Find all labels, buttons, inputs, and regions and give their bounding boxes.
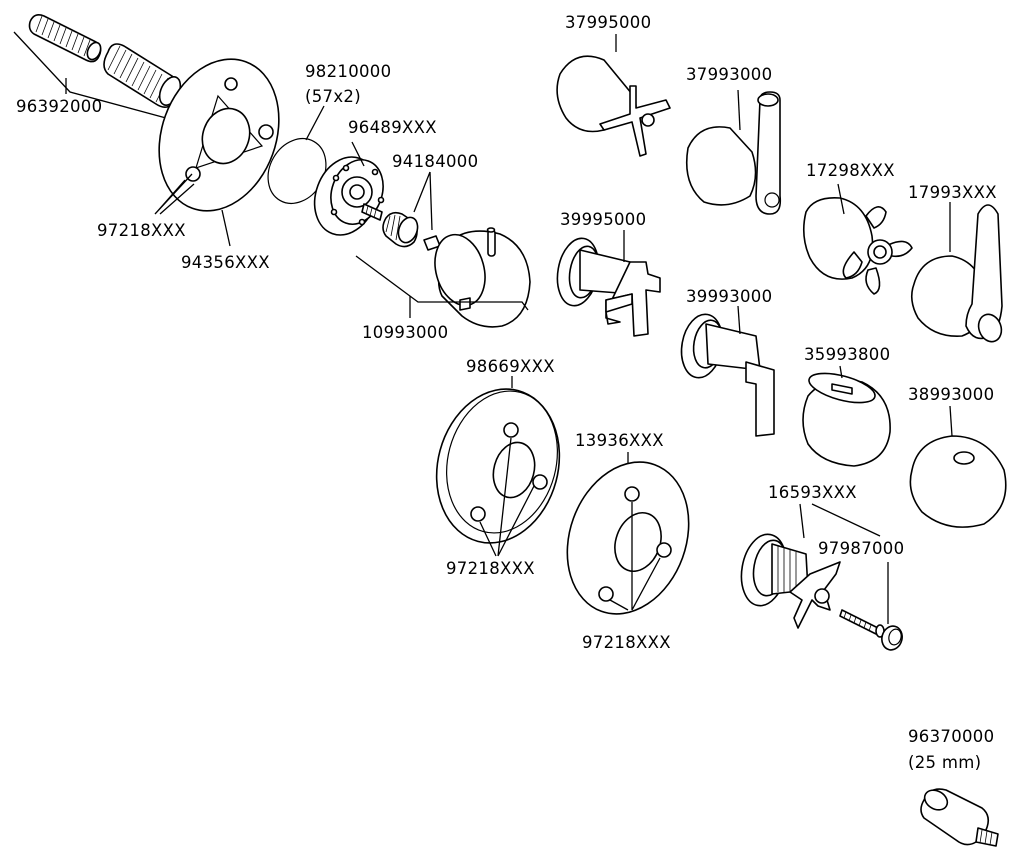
label-96370000-note: (25 mm) (908, 753, 981, 772)
lever-handle-17993 (910, 202, 1003, 343)
label-98210000-note: (57x2) (305, 87, 361, 106)
extension-sleeves (13, 14, 182, 119)
part-labels: 96392000 98210000 (57x2) 96489XXX 941840… (16, 13, 997, 772)
label-98210000: 98210000 (305, 62, 391, 81)
cross-handle-39995000 (556, 230, 661, 337)
extension-96370000 (920, 788, 999, 847)
label-39995000: 39995000 (560, 210, 646, 229)
rosette-13936 (566, 452, 690, 615)
label-97987000: 97987000 (818, 539, 904, 558)
spoke-handle-17298 (802, 183, 913, 295)
label-38993000: 38993000 (908, 385, 994, 404)
cross-handle-16593 (740, 503, 881, 629)
knob-35993800 (802, 365, 891, 467)
lever-handle-39993000 (680, 305, 775, 437)
label-35993800: 35993800 (804, 345, 890, 364)
label-98669xxx: 98669XXX (466, 357, 555, 376)
label-17298xxx: 17298XXX (806, 161, 895, 180)
label-37993000: 37993000 (686, 65, 772, 84)
valve-body-96489 (313, 141, 385, 236)
label-39993000: 39993000 (686, 287, 772, 306)
label-96370000: 96370000 (908, 727, 994, 746)
label-37995000: 37995000 (565, 13, 651, 32)
screw-97987000 (839, 562, 903, 651)
label-17993xxx: 17993XXX (908, 183, 997, 202)
cartridge-94184000 (382, 171, 441, 251)
label-16593xxx: 16593XXX (768, 483, 857, 502)
handle-10993000 (355, 227, 531, 328)
rosette-98669 (435, 376, 561, 557)
rosette-94356 (154, 58, 280, 247)
label-97218xxx-c: 97218XXX (582, 633, 671, 652)
label-96489xxx: 96489XXX (348, 118, 437, 137)
label-10993000: 10993000 (362, 323, 448, 342)
label-96392000: 96392000 (16, 97, 102, 116)
label-97218xxx-b: 97218XXX (446, 559, 535, 578)
label-13936xxx: 13936XXX (575, 431, 664, 450)
label-94184000: 94184000 (392, 152, 478, 171)
label-94356xxx: 94356XXX (181, 253, 270, 272)
lever-handle-37993000 (685, 89, 782, 215)
label-97218xxx-a: 97218XXX (97, 221, 186, 240)
cross-handle-37995000 (556, 34, 671, 157)
knob-38993000 (909, 405, 1007, 528)
